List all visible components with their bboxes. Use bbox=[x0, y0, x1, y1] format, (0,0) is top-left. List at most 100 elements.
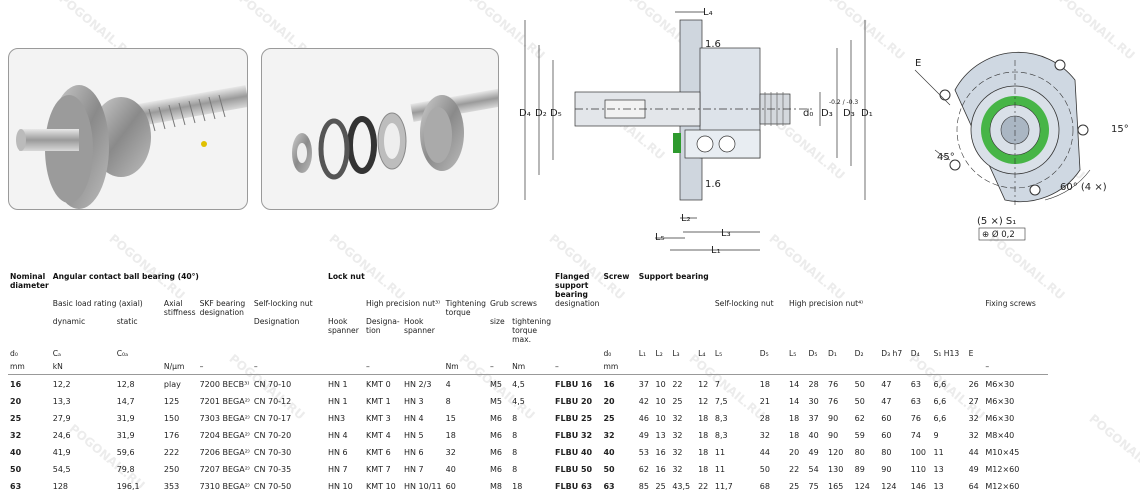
label-15deg: 15° bbox=[1111, 124, 1129, 135]
table-cell: 76 bbox=[828, 397, 839, 406]
table-cell: 6,6 bbox=[933, 380, 947, 389]
symbol-cell bbox=[983, 344, 1048, 358]
photo-exploded-view bbox=[261, 48, 499, 210]
table-cell: 8 bbox=[512, 465, 518, 474]
table-cell: FLBU 25 bbox=[555, 414, 593, 423]
table-cell: 37 bbox=[808, 414, 819, 423]
hdr-hook-spanner: Hook spanner bbox=[328, 317, 359, 335]
table-cell: KMT 6 bbox=[366, 448, 391, 457]
table-cell: 20 bbox=[10, 397, 22, 406]
hdr-grub: Grub screws bbox=[489, 299, 537, 308]
table-cell: 11 bbox=[933, 448, 944, 457]
table-cell: 90 bbox=[881, 465, 892, 474]
table-cell: HN 4 bbox=[328, 431, 348, 440]
table-cell: 13 bbox=[655, 431, 666, 440]
unit-cell bbox=[114, 358, 162, 375]
table-cell: 28 bbox=[759, 414, 770, 423]
table-cell: 7204 BEGA²⁾ bbox=[199, 431, 250, 440]
table-cell: 18 bbox=[788, 414, 800, 423]
unit-cell bbox=[636, 358, 654, 375]
table-cell: 25 bbox=[672, 397, 683, 406]
table-cell: 46 bbox=[638, 414, 649, 423]
symbol-cell bbox=[252, 344, 326, 358]
symbol-cell bbox=[444, 344, 488, 358]
table-cell: 75 bbox=[808, 482, 819, 491]
table-cell: 76 bbox=[828, 380, 839, 389]
table-cell: 64 bbox=[968, 482, 979, 491]
table-cell: 7310 BEGA²⁾ bbox=[199, 482, 250, 491]
table-cell: 8 bbox=[512, 448, 518, 457]
table-cell: 14,7 bbox=[116, 397, 135, 406]
hdr-grub-size: size bbox=[489, 317, 505, 326]
table-cell: 90 bbox=[828, 431, 839, 440]
unit-cell bbox=[852, 358, 880, 375]
label-60deg: 60° (4 ×) bbox=[1060, 182, 1107, 193]
table-cell: HN 1 bbox=[328, 397, 348, 406]
table-cell: HN 6 bbox=[404, 448, 424, 457]
watermark-text: POGONAIL.RU bbox=[1086, 411, 1140, 483]
side-section-drawing: L₄ 1.6 1.6 D₄ D₂ D₅ d₀ D₃ D₃ D₁ L₂ L₃ L₅… bbox=[515, 0, 895, 265]
table-cell: 4,5 bbox=[512, 397, 525, 406]
table-cell: 85 bbox=[638, 482, 649, 491]
table-cell: 11 bbox=[714, 465, 726, 474]
table-cell: 32 bbox=[759, 431, 770, 440]
table-cell: 20 bbox=[603, 397, 615, 406]
label-16-top: 1.6 bbox=[705, 39, 721, 50]
table-cell: 7207 BEGA²⁾ bbox=[199, 465, 250, 474]
table-cell: M6×30 bbox=[985, 380, 1015, 389]
table-cell: HN 1 bbox=[328, 380, 348, 389]
symbol-cell: L₅ bbox=[788, 349, 797, 358]
table-cell: FLBU 20 bbox=[555, 397, 593, 406]
unit-cell bbox=[653, 358, 671, 375]
unit-cell bbox=[786, 358, 807, 375]
table-cell: 6,6 bbox=[933, 414, 947, 423]
table-cell: 165 bbox=[828, 482, 844, 491]
table-cell: 62 bbox=[638, 465, 649, 474]
table-cell: 7206 BEGA²⁾ bbox=[199, 448, 250, 457]
hdr-locknut: Lock nut bbox=[328, 272, 365, 281]
table-cell: 10 bbox=[655, 380, 666, 389]
table-cell: 37 bbox=[638, 380, 649, 389]
table-cell: KMT 4 bbox=[366, 431, 391, 440]
unit-cell bbox=[326, 358, 364, 375]
table-cell: CN 70-35 bbox=[253, 465, 292, 474]
table-cell: 32 bbox=[968, 431, 979, 440]
unit-cell: mm bbox=[601, 358, 637, 375]
table-cell: 22 bbox=[672, 380, 683, 389]
table-cell: 12 bbox=[698, 380, 709, 389]
table-cell: 16 bbox=[655, 448, 666, 457]
table-cell: 74 bbox=[910, 431, 921, 440]
symbol-cell bbox=[198, 344, 252, 358]
table-cell: HN 2/3 bbox=[404, 380, 432, 389]
table-cell: M10×45 bbox=[985, 448, 1020, 457]
table-cell: 250 bbox=[163, 465, 180, 474]
spec-table: Nominal diameter Angular contact ball be… bbox=[8, 272, 1048, 494]
unit-cell: Nm bbox=[443, 358, 488, 375]
table-cell: 14 bbox=[788, 380, 800, 389]
label-l2: L₂ bbox=[681, 213, 691, 224]
table-cell: M5 bbox=[489, 380, 502, 389]
unit-cell bbox=[879, 358, 909, 375]
table-cell: CN 70-10 bbox=[253, 380, 292, 389]
unit-cell bbox=[712, 358, 758, 375]
symbol-cell: D₅ bbox=[808, 349, 818, 358]
table-cell: 18 bbox=[698, 414, 709, 423]
table-cell: 49 bbox=[638, 431, 649, 440]
symbol-cell bbox=[402, 344, 444, 358]
table-cell: 6,6 bbox=[933, 397, 947, 406]
table-cell: 18 bbox=[445, 431, 456, 440]
table-cell: 44 bbox=[759, 448, 770, 457]
hdr-fixing: Fixing screws bbox=[985, 299, 1036, 308]
table-cell: 13,3 bbox=[52, 397, 71, 406]
table-cell: FLBU 40 bbox=[555, 448, 593, 457]
table-cell: 62 bbox=[854, 414, 865, 423]
table-cell: 124 bbox=[881, 482, 897, 491]
table-cell: 54,5 bbox=[52, 465, 71, 474]
table-cell: 4 bbox=[445, 380, 451, 389]
table-cell: 32 bbox=[10, 431, 22, 440]
table-cell: 18 bbox=[512, 482, 523, 491]
table-cell: 7200 BECB³⁾ bbox=[199, 380, 250, 389]
